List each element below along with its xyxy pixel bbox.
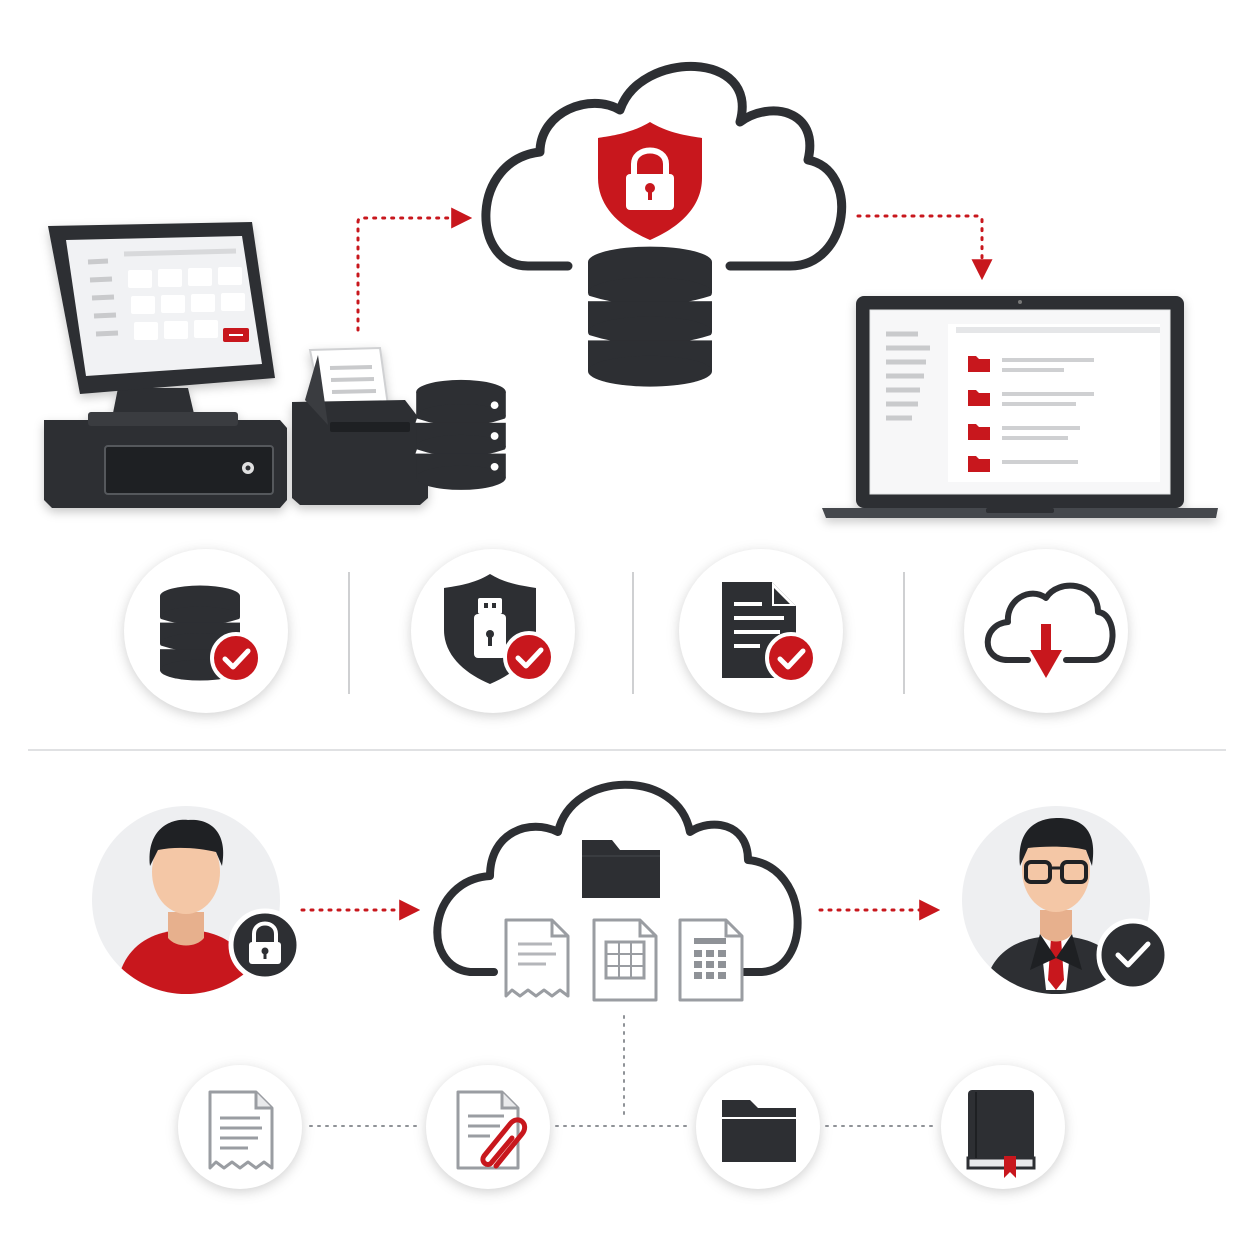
spreadsheet-icon — [592, 918, 658, 1002]
database-icon — [588, 247, 712, 387]
shield-usb-check-icon — [411, 549, 575, 713]
cloud-icon — [481, 61, 847, 271]
document-connectors — [309, 1015, 939, 1127]
flow-arrow-cloud-to-laptop — [856, 214, 993, 281]
accountant-check-icon — [962, 806, 1170, 994]
laptop-icon — [822, 296, 1218, 518]
database-check-icon — [124, 549, 288, 713]
document-check-icon — [679, 549, 843, 713]
cloud-download-icon — [964, 549, 1128, 713]
attachment-doc-icon — [426, 1065, 550, 1189]
receipt-printer-icon — [292, 346, 428, 505]
database-icon — [416, 380, 506, 490]
flow-arrow-pos-to-cloud — [356, 207, 473, 332]
calculator-sheet-icon — [678, 918, 744, 1002]
pos-terminal-icon — [44, 222, 287, 508]
cloud-files-icon — [433, 780, 802, 976]
receipt-doc-icon — [178, 1065, 302, 1189]
ledger-book-icon — [941, 1065, 1065, 1189]
receipt-icon — [504, 918, 570, 998]
folder-icon — [968, 356, 990, 472]
shield-lock-icon — [598, 122, 702, 240]
folder-icon — [696, 1065, 820, 1189]
user-lock-icon — [92, 806, 302, 994]
